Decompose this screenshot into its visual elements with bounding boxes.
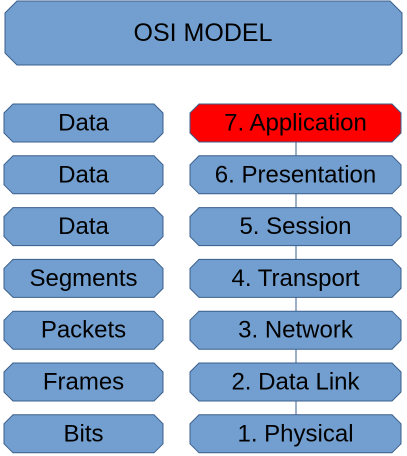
osi-row: Data 5. Session — [3, 207, 402, 247]
data-unit-box — [3, 362, 164, 402]
osi-row: Frames 2. Data Link — [3, 362, 402, 402]
layer-box — [189, 414, 402, 454]
data-unit-box — [3, 414, 164, 454]
layer-box — [189, 362, 402, 402]
osi-row: Bits 1. Physical — [3, 414, 402, 454]
title-banner: OSI MODEL — [4, 0, 403, 66]
osi-row: Data 7. Application — [3, 103, 402, 143]
layer-box-highlighted — [189, 103, 402, 143]
data-unit-box — [3, 103, 164, 143]
layer-box — [189, 258, 402, 298]
layer-label: 7. Application — [224, 110, 367, 137]
layer-label: 4. Transport — [231, 265, 359, 292]
title-text: OSI MODEL — [134, 19, 273, 47]
layer-box — [189, 310, 402, 350]
data-unit-box — [3, 207, 164, 247]
osi-row: Data 6. Presentation — [3, 155, 402, 195]
data-unit-label: Data — [58, 161, 109, 188]
layer-box — [189, 207, 402, 247]
layer-label: 3. Network — [238, 317, 354, 344]
layer-label: 5. Session — [239, 213, 351, 240]
layer-label: 1. Physical — [237, 420, 353, 447]
layer-box — [189, 155, 402, 195]
data-unit-label: Segments — [29, 265, 137, 292]
data-unit-label: Bits — [63, 420, 103, 447]
data-unit-label: Packets — [41, 317, 126, 344]
osi-row: Segments 4. Transport — [3, 258, 402, 298]
data-unit-box — [3, 155, 164, 195]
data-unit-box — [3, 310, 164, 350]
layer-label: 2. Data Link — [231, 369, 360, 396]
data-unit-label: Data — [58, 213, 109, 240]
osi-row: Packets 3. Network — [3, 310, 402, 350]
title-shape — [4, 0, 403, 66]
data-unit-label: Frames — [43, 369, 124, 396]
layer-label: 6. Presentation — [215, 161, 376, 188]
data-unit-label: Data — [58, 110, 109, 137]
data-unit-box — [3, 258, 164, 298]
